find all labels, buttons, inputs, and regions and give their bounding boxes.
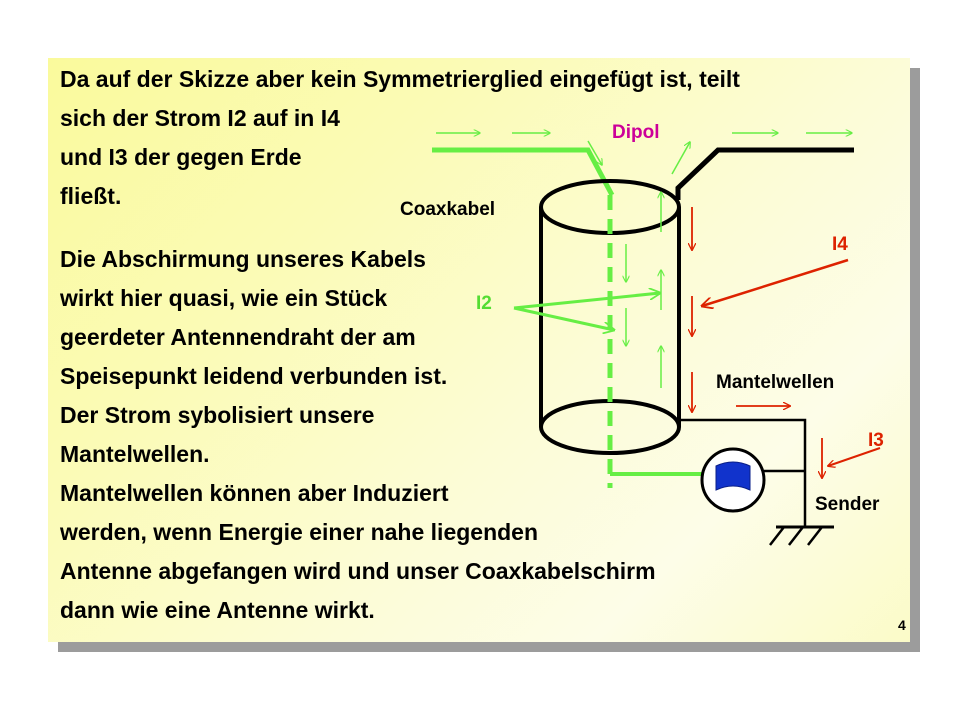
label-i3: I3	[868, 430, 884, 451]
shield-ground-line	[680, 418, 807, 527]
paragraph-2-line: Mantelwellen können aber Induziert	[60, 480, 449, 506]
label-i4: I4	[832, 234, 848, 255]
i3-pointer-arrow	[828, 447, 881, 466]
paragraph-2-line: Speisepunkt leidend verbunden ist.	[60, 363, 448, 389]
paragraph-2-line: werden, wenn Energie einer nahe liegende…	[60, 519, 539, 545]
paragraph-1-line: und I3 der gegen Erde	[60, 144, 302, 170]
paragraph-2-line: geerdeter Antennendraht der am	[60, 324, 416, 350]
paragraph-2-line: dann wie eine Antenne wirkt.	[60, 597, 375, 623]
label-sender: Sender	[815, 494, 880, 515]
label-mantelwellen: Mantelwellen	[716, 372, 834, 393]
i2-pointer-arrow	[513, 293, 660, 310]
i4-pointer-arrow	[702, 258, 849, 306]
label-dipol: Dipol	[612, 122, 660, 143]
paragraph-2: Die Abschirmung unseres Kabels wirkt hie…	[60, 240, 656, 630]
wave-flag-icon	[715, 461, 751, 491]
sender-icon	[700, 447, 766, 513]
label-i2: I2	[476, 293, 492, 314]
ground-icon	[769, 525, 834, 546]
i2-pointer-arrow	[513, 306, 614, 330]
paragraph-2-line: Antenne abgefangen wird und unser Coaxka…	[60, 558, 656, 584]
paragraph-2-line: Die Abschirmung unseres Kabels	[60, 246, 426, 272]
paragraph-1-line: sich der Strom I2 auf in I4	[60, 105, 340, 131]
paragraph-2-line: wirkt hier quasi, wie ein Stück	[60, 285, 388, 311]
slide	[48, 58, 910, 642]
paragraph-1-line: fließt.	[60, 183, 122, 209]
paragraph-2-line: Der Strom sybolisiert unsere	[60, 402, 375, 428]
dipole-right-wire	[675, 147, 854, 200]
page-number: 4	[898, 617, 906, 633]
dipole-left-wire	[432, 147, 615, 197]
paragraph-2-line: Mantelwellen.	[60, 441, 210, 467]
paragraph-1: Da auf der Skizze aber kein Symmetriergl…	[60, 60, 740, 216]
flow-arrow	[587, 140, 602, 165]
label-coaxkabel: Coaxkabel	[400, 199, 495, 220]
flow-arrow	[671, 142, 690, 175]
paragraph-1-line: Da auf der Skizze aber kein Symmetriergl…	[60, 66, 740, 92]
